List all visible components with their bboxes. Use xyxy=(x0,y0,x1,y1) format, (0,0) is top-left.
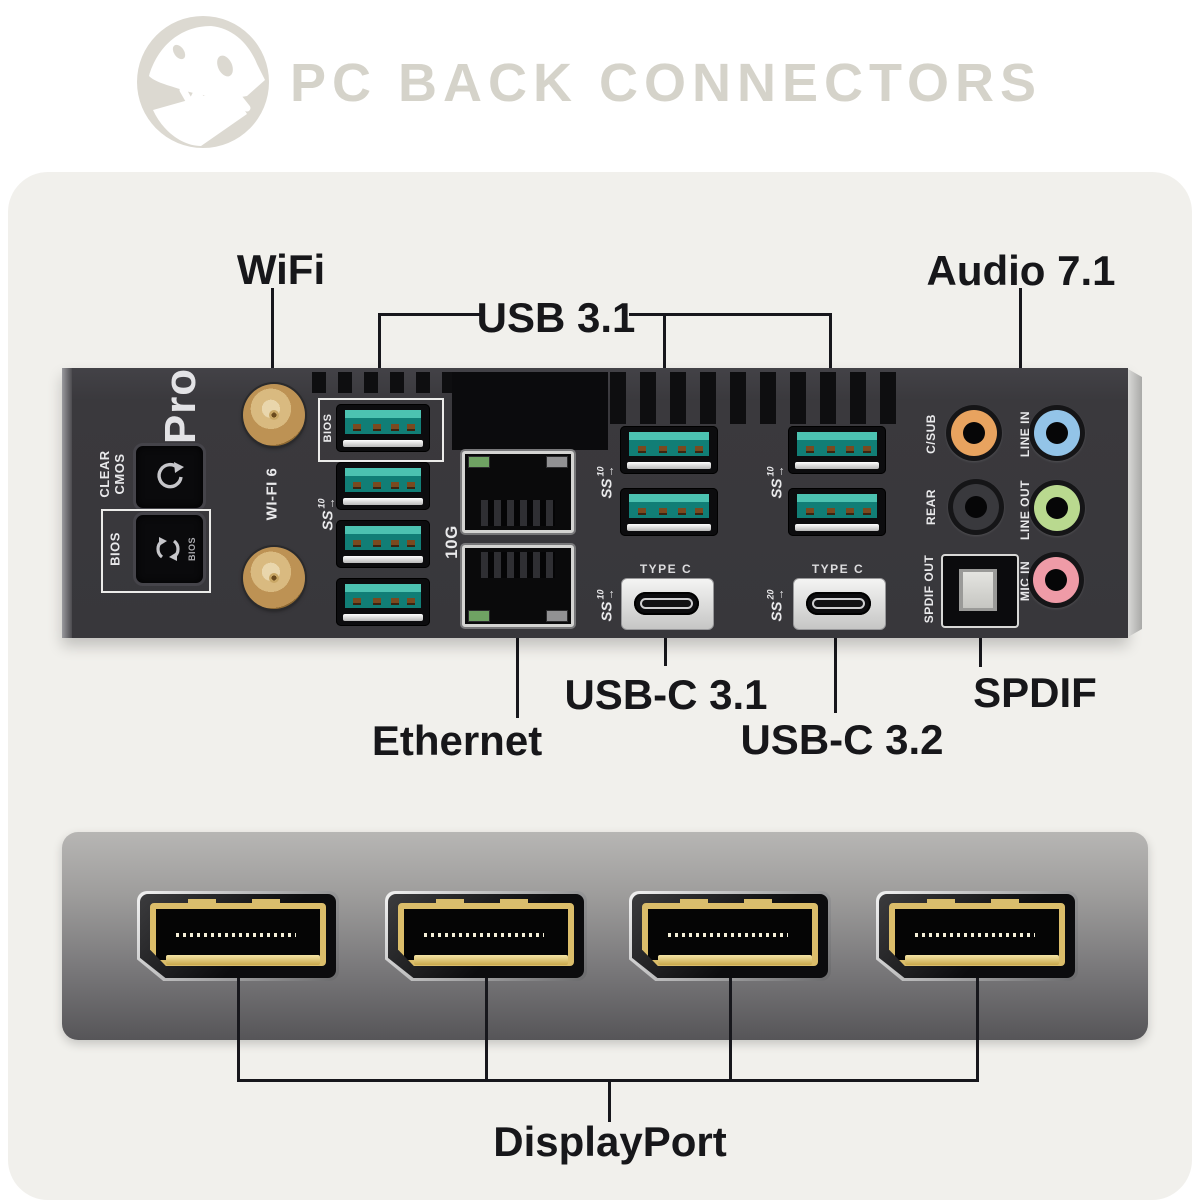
wifi-callout-line xyxy=(271,288,274,368)
spdif-label: SPDIF xyxy=(973,669,1097,716)
displayport-callout-line xyxy=(608,1082,611,1122)
bios-button-label: BIOS xyxy=(187,536,197,562)
ethernet-recess xyxy=(452,372,608,450)
wifi-antenna-connector xyxy=(243,547,305,609)
displayport-callout-line xyxy=(237,1079,979,1082)
displayport-port xyxy=(385,891,587,981)
displayport-callout-line xyxy=(729,978,732,1081)
usb-c-port-3-1 xyxy=(621,578,714,630)
superspeed-10-icon: SS 10→ xyxy=(765,465,787,499)
displayport-callout-line xyxy=(485,978,488,1081)
rear-label: REAR xyxy=(924,488,938,526)
vent-slots xyxy=(610,372,908,424)
usb31-callout-line xyxy=(629,313,832,316)
usb-c-port-3-2 xyxy=(793,578,886,630)
usbc31-callout-line xyxy=(664,638,667,666)
bios-flashback-button: BIOS xyxy=(133,512,206,586)
superspeed-20-icon: SS 20→ xyxy=(765,588,787,622)
audio-jack-rear xyxy=(948,479,1004,535)
audio-jack-lineout xyxy=(1029,480,1085,536)
usbc31-label: USB-C 3.1 xyxy=(564,671,768,718)
bios-box-label: BIOS xyxy=(107,532,123,566)
usb-a-port xyxy=(620,488,718,536)
superspeed-10-icon: SS 10→ xyxy=(595,588,617,622)
audio-jack-linein xyxy=(1029,405,1085,461)
audio-jack-csub xyxy=(946,405,1002,461)
brand-logo-pro: Pro xyxy=(156,367,205,445)
usb-a-port xyxy=(620,426,718,474)
usb31-callout-line xyxy=(378,313,381,368)
usb-a-port xyxy=(336,462,430,510)
ethernet-label: Ethernet xyxy=(371,717,543,764)
audio-jack-micin xyxy=(1028,552,1084,608)
audio71-label: Audio 7.1 xyxy=(926,247,1116,294)
bios-port-label: BIOS xyxy=(322,413,334,443)
usb-a-port xyxy=(788,426,886,474)
usb31-callout-line xyxy=(829,313,832,368)
audio71-callout-line xyxy=(1019,288,1022,368)
usb-a-port xyxy=(336,404,430,452)
displayport-callout-line xyxy=(237,978,240,1081)
io-panel-right-edge xyxy=(1128,369,1142,637)
usb-a-port xyxy=(336,520,430,568)
displayport-port xyxy=(876,891,1078,981)
usb31-label: USB 3.1 xyxy=(476,294,636,341)
displayport-callout-line xyxy=(976,978,979,1081)
vent-slots xyxy=(312,372,458,393)
type-c-label: TYPE C xyxy=(639,562,693,576)
spdifout-label: SPDIF OUT xyxy=(922,554,936,624)
io-panel-left-edge xyxy=(62,368,72,638)
ethernet-speed-label: 10G xyxy=(442,525,461,559)
ethernet-callout-line xyxy=(516,638,519,718)
bios-button-box xyxy=(101,509,211,593)
wifi-label: WiFi xyxy=(236,246,326,293)
usb31-callout-line xyxy=(663,313,666,368)
usbc32-callout-line xyxy=(834,638,837,713)
csub-label: C/SUB xyxy=(924,414,938,454)
wifi-antenna-connector xyxy=(243,384,305,446)
ethernet-port-10g xyxy=(462,451,574,533)
spdif-callout-line xyxy=(979,638,982,667)
ethernet-port xyxy=(462,545,574,627)
spdif-optical-port xyxy=(941,554,1019,628)
displayport-port xyxy=(137,891,339,981)
trex-logo-icon xyxy=(137,16,269,148)
clear-cmos-button xyxy=(133,443,206,511)
displayport-label: DisplayPort xyxy=(493,1118,727,1165)
superspeed-10-icon: SS 10→ xyxy=(316,497,338,531)
usb-a-port xyxy=(336,578,430,626)
bios-usb-port-box xyxy=(318,398,444,462)
usb-a-port xyxy=(788,488,886,536)
superspeed-10-icon: SS 10→ xyxy=(595,465,617,499)
wifi6-label: WI-FI 6 xyxy=(263,467,281,521)
usb31-callout-line xyxy=(378,313,484,316)
page-title: PC BACK CONNECTORS xyxy=(290,53,1043,113)
displayport-port xyxy=(629,891,831,981)
usbc32-label: USB-C 3.2 xyxy=(740,716,944,763)
flashback-arrows-icon xyxy=(155,537,180,561)
reset-arrow-icon xyxy=(156,462,184,489)
type-c-label: TYPE C xyxy=(811,562,865,576)
